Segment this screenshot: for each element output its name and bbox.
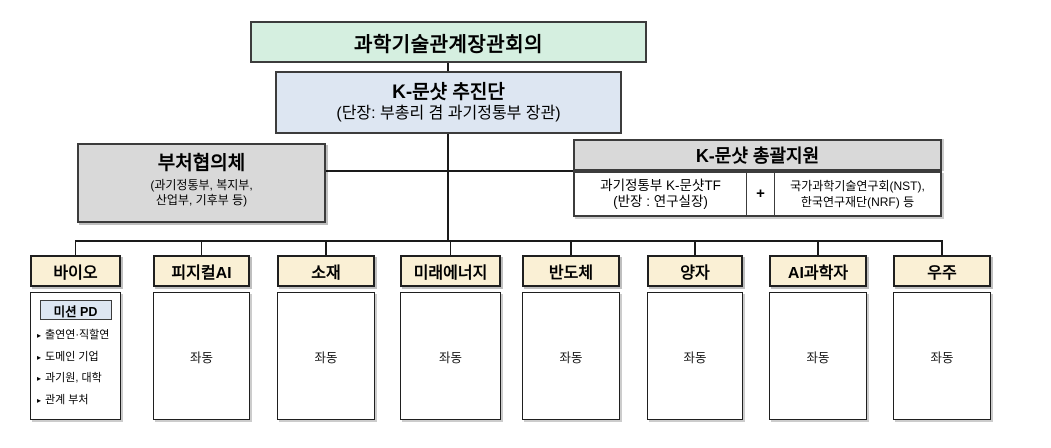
ministry-council-box: 부처협의체 (과기정통부, 복지부, 산업부, 기후부 등) [77, 143, 326, 223]
same-as-left-label: 좌동 [559, 350, 583, 365]
same-as-left-label: 좌동 [189, 350, 213, 365]
bullet-arrow-icon: ▸ [37, 352, 42, 362]
support-plus-cell: + [746, 173, 775, 215]
project-column-header: 양자 [647, 255, 743, 287]
connector-bus [75, 240, 942, 242]
project-column-body: 좌동 [400, 292, 501, 420]
council-label: 과학기술관계장관회의 [354, 33, 543, 56]
ministry-council-title: 부처협의체 [157, 153, 246, 174]
support-title: K-문샷 총괄지원 [695, 146, 820, 166]
same-as-left-label: 좌동 [806, 350, 830, 365]
support-partner-line2: 한국연구재단(NRF) 등 [800, 195, 915, 209]
connector-council-to-taskforce [447, 63, 449, 72]
support-partner-line1: 국가과학기술연구회(NST), [790, 178, 925, 193]
project-column-header: 우주 [893, 255, 991, 287]
project-column-body: 미션 PD▸출연연·직할연▸도메인 기업▸과기원, 대학▸관계 부처 [30, 292, 121, 420]
project-column-body: 좌동 [277, 292, 375, 420]
taskforce-title: K-문샷 추진단 [392, 81, 505, 103]
support-tf-cell: 과기정통부 K-문샷TF (반장 : 연구실장) [575, 173, 746, 215]
mission-bullet-list: ▸출연연·직할연▸도메인 기업▸과기원, 대학▸관계 부처 [31, 323, 120, 411]
project-column-header: 피지컬AI [153, 255, 250, 287]
project-column-header: AI과학자 [769, 255, 867, 287]
project-column-body: 좌동 [153, 292, 250, 420]
same-as-left-label: 좌동 [683, 350, 707, 365]
same-as-left-label: 좌동 [930, 350, 954, 365]
project-column-body: 좌동 [769, 292, 867, 420]
mission-bullet-item: ▸도메인 기업 [37, 347, 120, 369]
bullet-arrow-icon: ▸ [37, 395, 42, 405]
project-column-header: 소재 [277, 255, 375, 287]
connector-stub-1 [74, 240, 76, 256]
project-column-header: 바이오 [30, 255, 121, 287]
support-partner-cell: 국가과학기술연구회(NST), 한국연구재단(NRF) 등 [775, 173, 940, 215]
connector-stub-2 [200, 240, 202, 256]
bullet-label: 도메인 기업 [45, 350, 99, 363]
ministry-council-members-line1: (과기정통부, 복지부, [150, 178, 253, 192]
project-column-header: 미래에너지 [400, 255, 501, 287]
bullet-label: 출연연·직할연 [45, 329, 110, 341]
project-column-body: 좌동 [522, 292, 620, 420]
council-box: 과학기술관계장관회의 [250, 21, 647, 63]
project-column-body: 좌동 [647, 292, 743, 420]
connector-branch-horizontal [326, 170, 573, 172]
plus-sign: + [756, 184, 765, 202]
bullet-arrow-icon: ▸ [37, 374, 42, 383]
connector-stub-7 [817, 240, 819, 256]
connector-stub-8 [941, 240, 943, 256]
mission-bullet-item: ▸출연연·직할연 [37, 325, 120, 347]
support-detail-row: 과기정통부 K-문샷TF (반장 : 연구실장) + 국가과학기술연구회(NST… [573, 171, 942, 217]
connector-stub-6 [694, 240, 696, 256]
same-as-left-label: 좌동 [314, 350, 338, 365]
bullet-label: 관계 부처 [45, 393, 89, 406]
support-header-box: K-문샷 총괄지원 [573, 139, 942, 171]
support-tf-line2: (반장 : 연구실장) [613, 194, 708, 209]
mission-pd-box: 미션 PD [39, 300, 112, 320]
bullet-label: 과기원, 대학 [45, 372, 102, 384]
mission-bullet-item: ▸관계 부처 [37, 390, 120, 412]
connector-stub-4 [449, 240, 451, 256]
mission-bullet-item: ▸과기원, 대학 [37, 368, 120, 390]
project-column-2: 피지컬AI 좌동 [153, 255, 250, 420]
connector-trunk [447, 134, 449, 240]
project-column-body: 좌동 [893, 292, 991, 420]
taskforce-subtitle: (단장: 부총리 겸 과기정통부 장관) [336, 105, 561, 123]
same-as-left-label: 좌동 [438, 350, 462, 365]
ministry-council-members-line2: 산업부, 기후부 등) [155, 193, 248, 207]
connector-stub-3 [325, 240, 327, 256]
connector-stub-5 [570, 240, 572, 256]
taskforce-box: K-문샷 추진단 (단장: 부총리 겸 과기정통부 장관) [275, 71, 622, 134]
bullet-arrow-icon: ▸ [37, 331, 42, 340]
project-column-header: 반도체 [522, 255, 620, 287]
support-tf-line1: 과기정통부 K-문샷TF [600, 177, 721, 193]
